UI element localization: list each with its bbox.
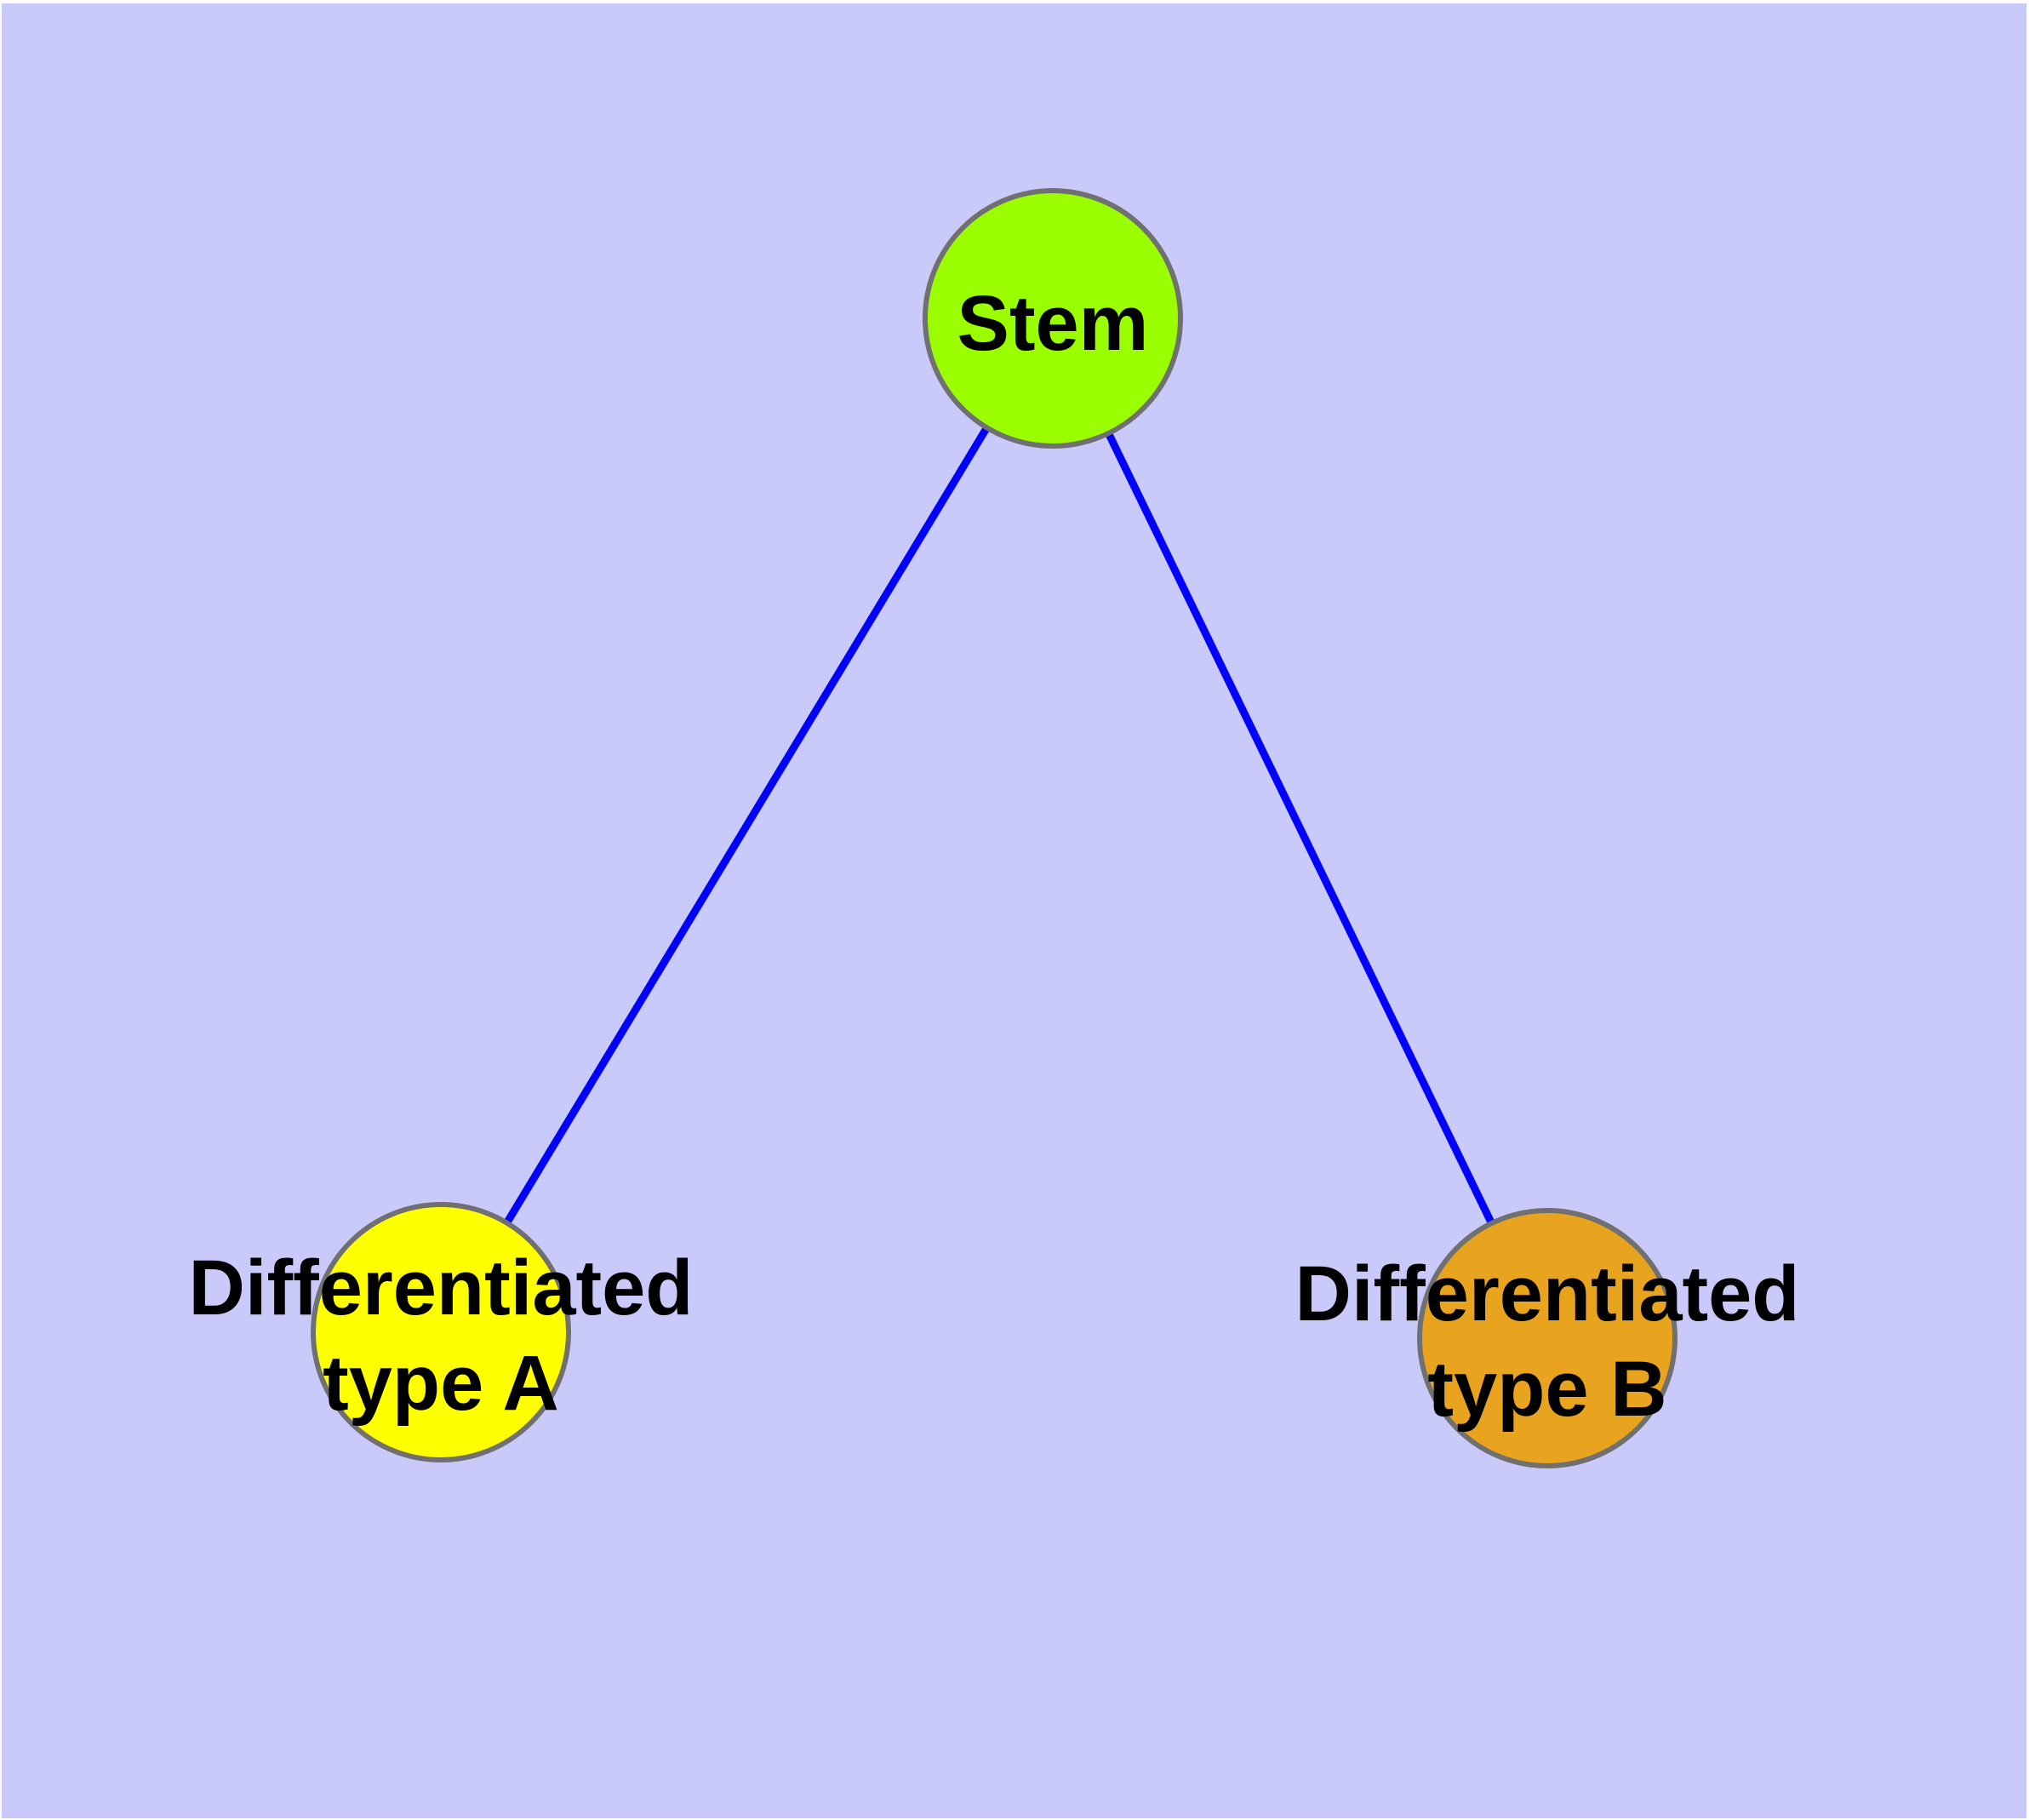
node-type-b-label-line2: type B [1427,1346,1666,1433]
node-differentiated-type-b: Differentiated type B [1295,1208,1800,1468]
node-type-a-circle [311,1202,571,1462]
node-type-b-circle [1417,1208,1677,1468]
node-stem-circle [923,188,1183,449]
node-type-b-label-line1: Differentiated [1295,1251,1800,1337]
node-type-a-label-line1: Differentiated [189,1245,694,1331]
node-type-a-label-line2: type A [323,1340,559,1427]
node-stem-label: Stem [957,280,1149,367]
edge-group [437,314,1552,1342]
node-stem: Stem [923,188,1183,449]
edge-stem-to-type-a [437,314,1057,1336]
node-differentiated-type-a: Differentiated type A [189,1202,694,1462]
edge-stem-to-type-b [1049,314,1552,1342]
